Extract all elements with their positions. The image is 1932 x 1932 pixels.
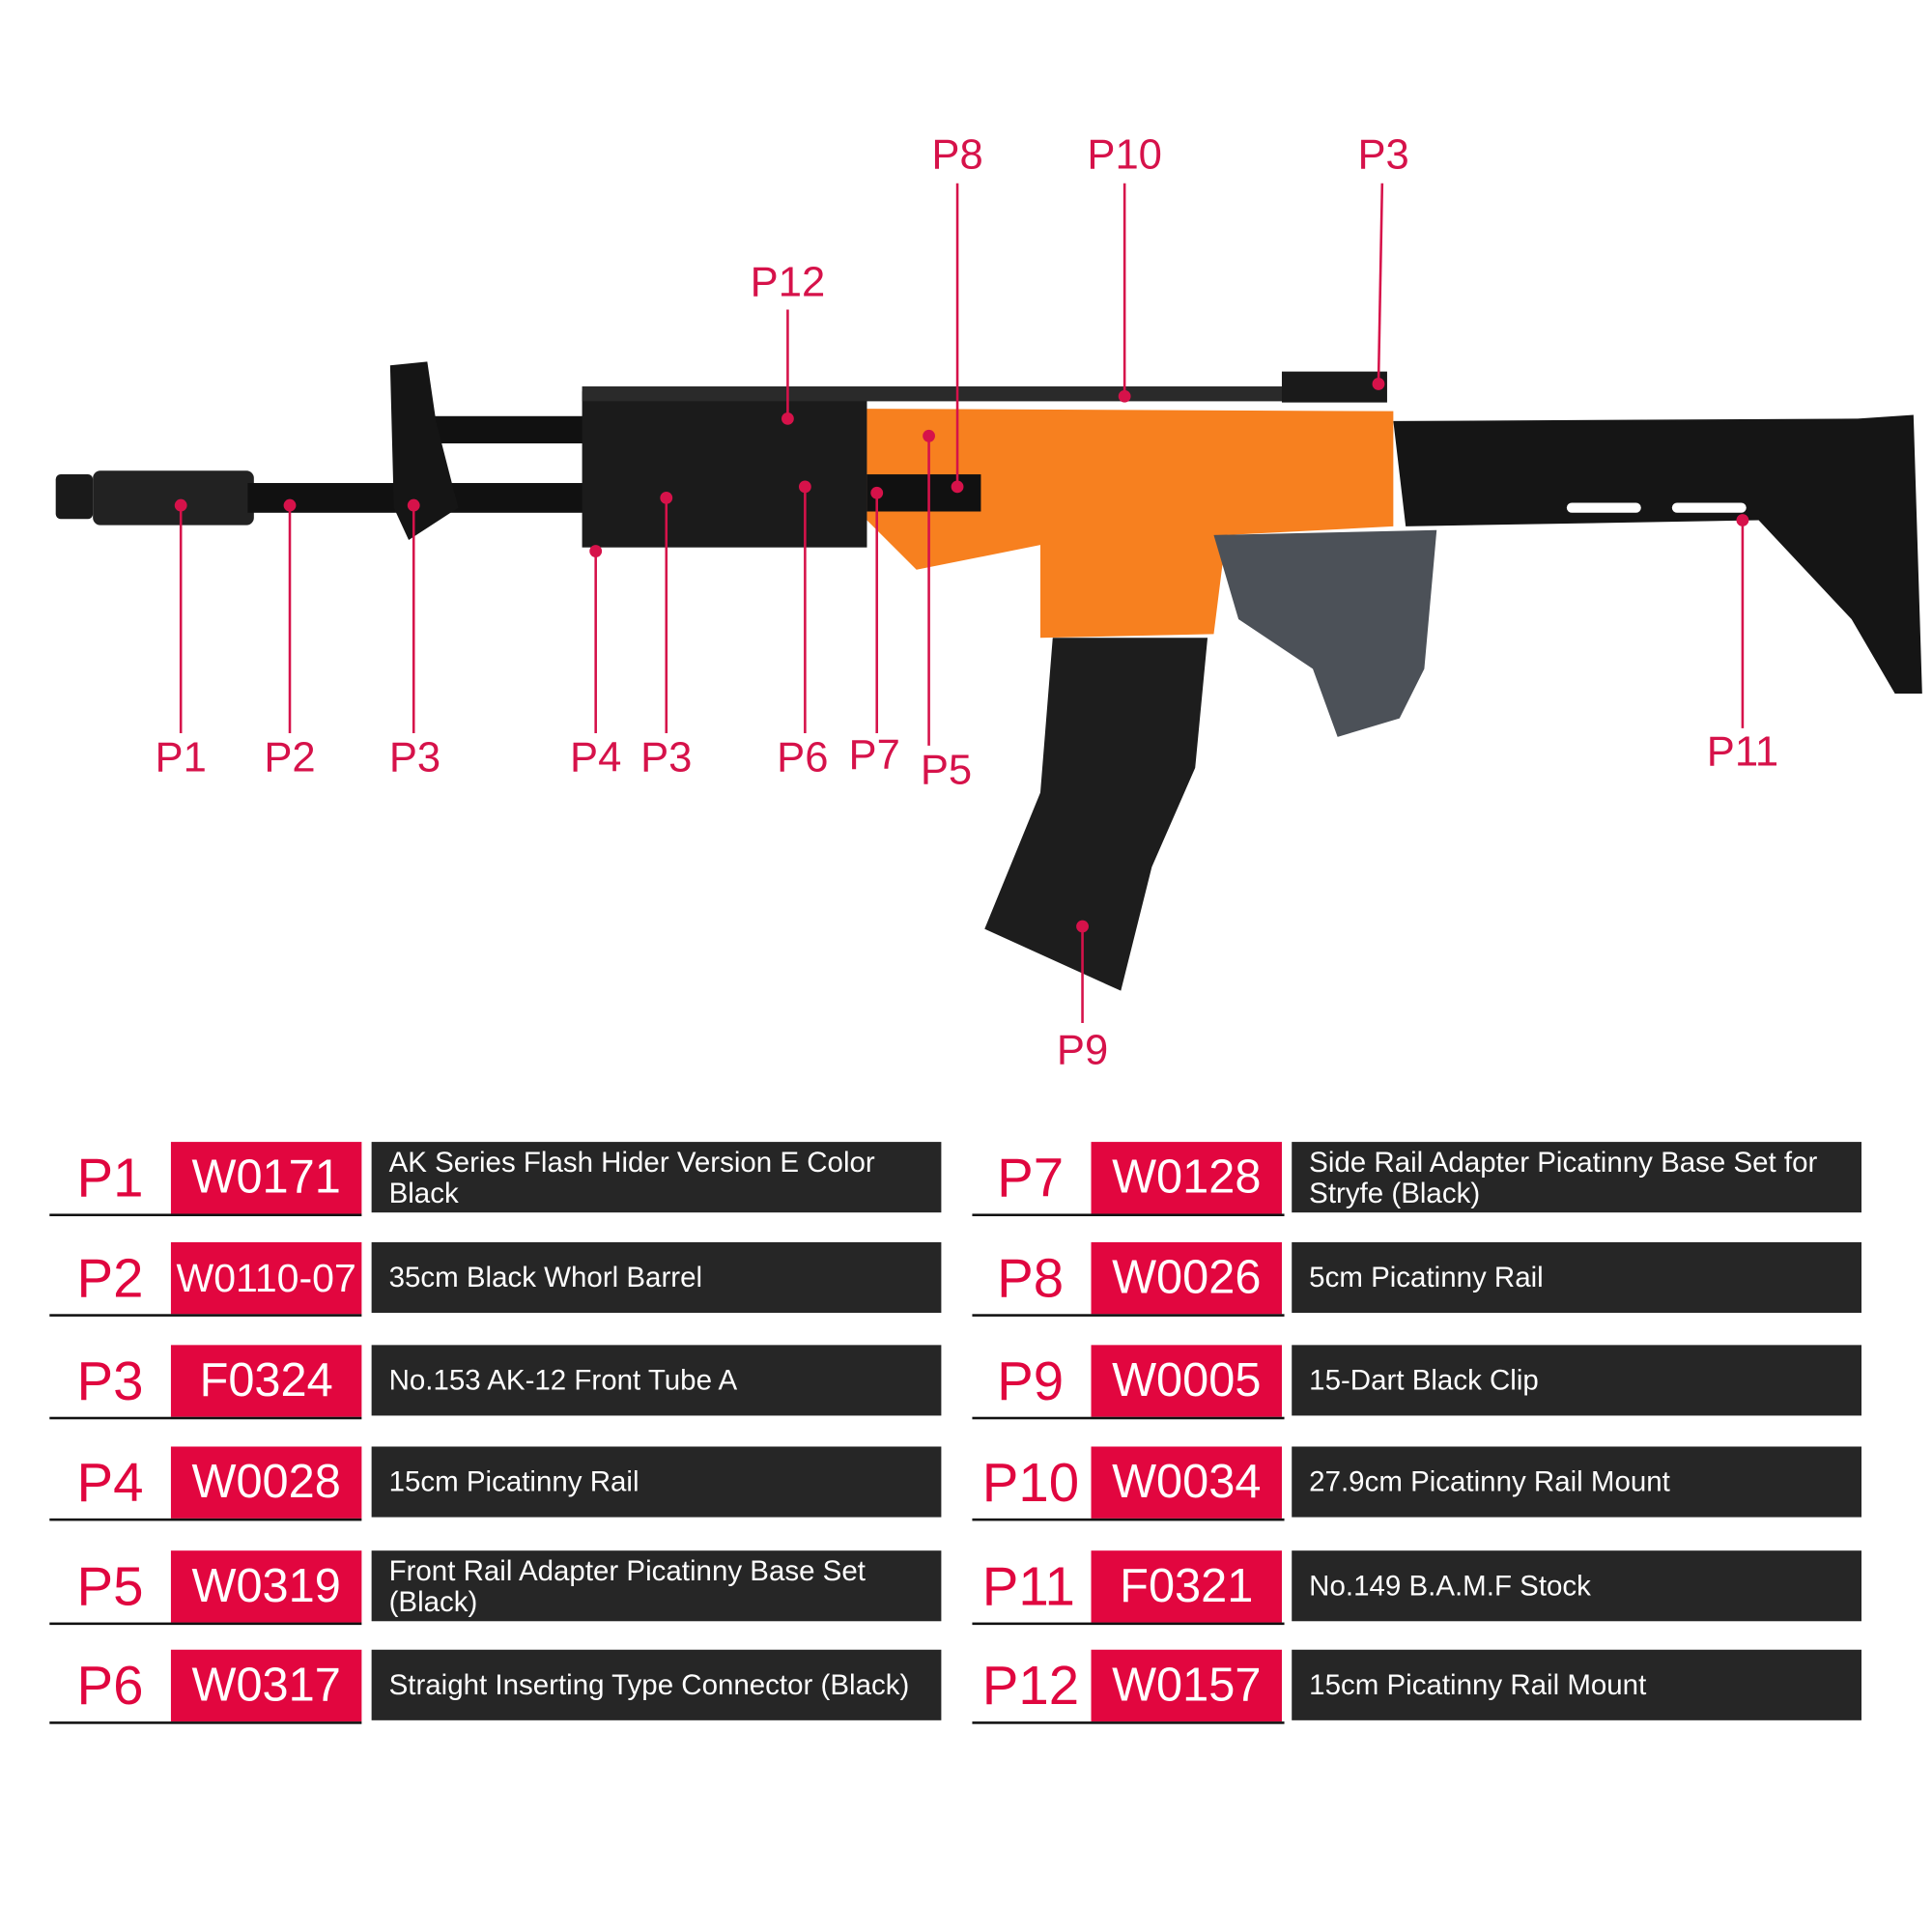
callout-p8: P8 bbox=[931, 130, 983, 179]
part-code: W0319 bbox=[170, 1550, 362, 1623]
part-code: W0034 bbox=[1091, 1446, 1282, 1519]
callout-p5: P5 bbox=[920, 747, 973, 794]
part-description: 15cm Picatinny Rail bbox=[371, 1446, 942, 1518]
part-code: W0128 bbox=[1091, 1142, 1282, 1214]
callout-p3-rail: P3 bbox=[640, 734, 693, 782]
callout-p4: P4 bbox=[570, 734, 622, 782]
part-description: AK Series Flash Hider Version E Color Bl… bbox=[371, 1142, 942, 1213]
part-description: 27.9cm Picatinny Rail Mount bbox=[1292, 1446, 1861, 1518]
callout-lines bbox=[174, 183, 1749, 1024]
callout-p6: P6 bbox=[777, 734, 829, 782]
blaster-illustration bbox=[55, 183, 1922, 1024]
part-id: P4 bbox=[76, 1452, 144, 1514]
row-underline bbox=[49, 1622, 362, 1626]
row-underline bbox=[49, 1721, 362, 1724]
part-code: F0324 bbox=[170, 1345, 362, 1417]
row-underline bbox=[972, 1416, 1285, 1420]
part-id: P1 bbox=[76, 1148, 144, 1209]
part-description: 35cm Black Whorl Barrel bbox=[371, 1241, 942, 1314]
callout-p10: P10 bbox=[1087, 130, 1162, 179]
part-code: W0005 bbox=[1091, 1345, 1282, 1417]
row-underline bbox=[972, 1213, 1285, 1217]
handguard bbox=[582, 386, 1376, 548]
grip bbox=[1213, 529, 1437, 737]
callout-p12: P12 bbox=[750, 258, 826, 306]
part-id: P3 bbox=[76, 1350, 144, 1412]
part-id: P8 bbox=[997, 1248, 1065, 1310]
receiver bbox=[867, 371, 1394, 639]
callout-p3-top: P3 bbox=[1357, 130, 1409, 179]
row-underline bbox=[49, 1314, 362, 1317]
row-underline bbox=[972, 1518, 1285, 1521]
part-id: P5 bbox=[76, 1556, 144, 1618]
row-underline bbox=[972, 1721, 1285, 1724]
part-code: W0026 bbox=[1091, 1241, 1282, 1315]
callout-p3-front: P3 bbox=[388, 734, 441, 782]
callout-p9: P9 bbox=[1056, 1026, 1109, 1074]
callout-p2: P2 bbox=[264, 734, 316, 782]
part-description: Straight Inserting Type Connector (Black… bbox=[371, 1649, 942, 1720]
row-underline bbox=[49, 1518, 362, 1521]
magazine bbox=[984, 638, 1208, 991]
callout-p1: P1 bbox=[155, 734, 207, 782]
callout-p11: P11 bbox=[1706, 727, 1779, 776]
part-description: No.149 B.A.M.F Stock bbox=[1292, 1550, 1861, 1622]
part-description: Front Rail Adapter Picatinny Base Set (B… bbox=[371, 1550, 942, 1622]
part-id: P2 bbox=[76, 1248, 144, 1310]
part-id: P11 bbox=[981, 1556, 1075, 1618]
callout-p7: P7 bbox=[848, 731, 900, 780]
part-id: P10 bbox=[981, 1452, 1080, 1514]
part-code: W0157 bbox=[1091, 1649, 1282, 1722]
part-description: 5cm Picatinny Rail bbox=[1292, 1241, 1861, 1314]
part-description: 15cm Picatinny Rail Mount bbox=[1292, 1649, 1861, 1720]
part-description: Side Rail Adapter Picatinny Base Set for… bbox=[1292, 1142, 1861, 1213]
part-id: P7 bbox=[997, 1148, 1065, 1209]
row-underline bbox=[972, 1622, 1285, 1626]
part-code: W0110-07 bbox=[170, 1241, 362, 1315]
row-underline bbox=[49, 1213, 362, 1217]
row-underline bbox=[972, 1314, 1285, 1317]
row-underline bbox=[49, 1416, 362, 1420]
part-code: W0171 bbox=[170, 1142, 362, 1214]
part-code: F0321 bbox=[1091, 1550, 1282, 1623]
part-id: P12 bbox=[981, 1656, 1080, 1717]
part-code: W0028 bbox=[170, 1446, 362, 1519]
part-description: No.153 AK-12 Front Tube A bbox=[371, 1345, 942, 1416]
part-id: P6 bbox=[76, 1656, 144, 1717]
barrel bbox=[55, 361, 595, 540]
part-id: P9 bbox=[997, 1350, 1065, 1412]
part-description: 15-Dart Black Clip bbox=[1292, 1345, 1861, 1416]
part-code: W0317 bbox=[170, 1649, 362, 1722]
stock bbox=[1393, 414, 1922, 694]
